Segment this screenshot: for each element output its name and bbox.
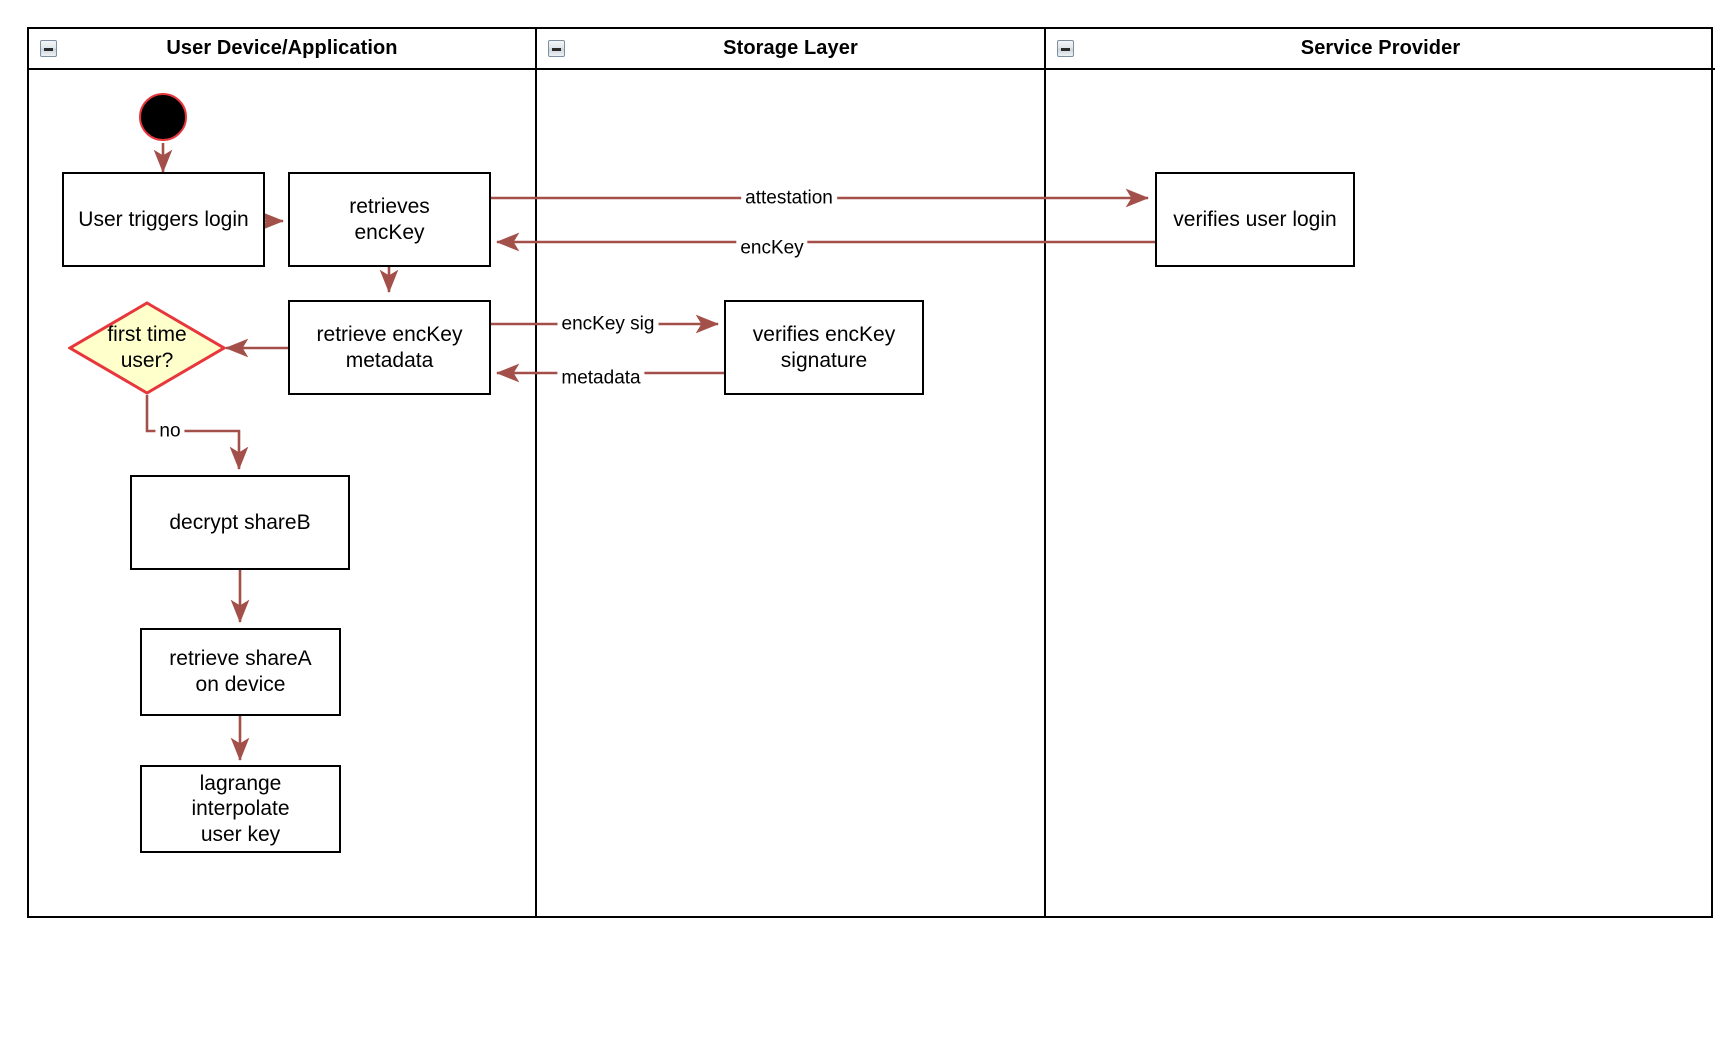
node-start-initial[interactable] <box>139 93 187 141</box>
node-verifies-user-login[interactable]: verifies user login <box>1155 172 1355 267</box>
edge-label-enckey-sig: encKey sig <box>557 314 659 334</box>
minus-box-icon[interactable] <box>1057 40 1074 57</box>
edge-label-no: no <box>155 421 185 441</box>
node-decrypt-shareb[interactable]: decrypt shareB <box>130 475 350 570</box>
swimlane-header-service-provider: Service Provider <box>1046 29 1715 70</box>
node-retrieves-enckey[interactable]: retrieves encKey <box>288 172 491 267</box>
edge-label-enckey: encKey <box>736 238 808 258</box>
minus-box-icon[interactable] <box>40 40 57 57</box>
node-retrieve-enckey-metadata[interactable]: retrieve encKey metadata <box>288 300 491 395</box>
swimlane-header-storage-layer: Storage Layer <box>537 29 1044 70</box>
node-first-time-user-decision[interactable]: first time user? <box>68 301 226 395</box>
node-first-time-user-label: first time user? <box>107 323 187 372</box>
node-verifies-enckey-signature[interactable]: verifies encKey signature <box>724 300 924 395</box>
minus-box-icon[interactable] <box>548 40 565 57</box>
node-user-triggers-login[interactable]: User triggers login <box>62 172 265 267</box>
swimlane-storage-layer[interactable]: Storage Layer <box>535 29 1044 916</box>
swimlane-user-device[interactable]: User Device/Application <box>29 29 535 916</box>
edge-label-attestation: attestation <box>741 188 837 208</box>
edge-label-metadata: metadata <box>557 368 645 388</box>
swimlane-title-service-provider: Service Provider <box>1300 37 1461 59</box>
swimlane-title-user-device: User Device/Application <box>166 37 398 59</box>
swimlane-header-user-device: User Device/Application <box>29 29 535 70</box>
swimlane-title-storage-layer: Storage Layer <box>723 37 858 59</box>
node-retrieve-sharea-on-device[interactable]: retrieve shareA on device <box>140 628 341 716</box>
node-lagrange-interpolate-user-key[interactable]: lagrange interpolate user key <box>140 765 341 853</box>
swimlane-service-provider[interactable]: Service Provider <box>1044 29 1715 916</box>
